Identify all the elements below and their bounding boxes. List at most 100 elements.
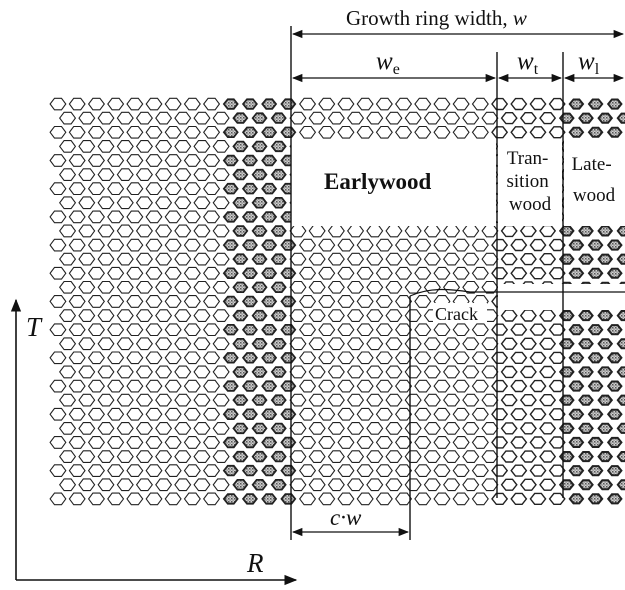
- wood-cell: [471, 492, 489, 506]
- wood-cell: [462, 252, 480, 266]
- wood-cell: [280, 493, 297, 505]
- wood-cell: [539, 422, 557, 435]
- wood-cell: [558, 451, 575, 463]
- wood-cell: [587, 465, 604, 477]
- wood-cell: [164, 125, 182, 139]
- wood-cell: [385, 111, 403, 125]
- wood-cell: [87, 182, 105, 196]
- wood-cell: [568, 465, 585, 477]
- wood-cell: [183, 182, 201, 196]
- wood-cell: [49, 379, 67, 393]
- wood-cell: [289, 393, 307, 407]
- wood-cell: [289, 422, 307, 435]
- wood-cell: [606, 408, 623, 420]
- wood-cell: [404, 309, 422, 322]
- wood-cell: [452, 379, 470, 393]
- wood-cell: [145, 295, 163, 308]
- wood-cell: [327, 280, 345, 294]
- wood-cell: [568, 352, 585, 364]
- wood-cell: [203, 154, 221, 167]
- wood-cell: [232, 112, 249, 124]
- wood-cell: [126, 154, 144, 167]
- wood-cell: [548, 238, 566, 252]
- wood-cell: [135, 252, 153, 266]
- wood-cell: [126, 407, 144, 421]
- wood-cell: [347, 280, 365, 294]
- wood-cell: [356, 125, 374, 139]
- wood-cell: [414, 379, 432, 393]
- wood-cell: [452, 492, 470, 506]
- wood-cell: [68, 492, 86, 506]
- wood-cell: [222, 295, 239, 308]
- wood-cell: [261, 464, 278, 477]
- wood-cell: [183, 295, 201, 308]
- wood-cell: [539, 111, 557, 125]
- wood-cell: [606, 493, 623, 505]
- wood-cell: [616, 394, 625, 406]
- wood-cell: [395, 351, 413, 365]
- wood-cell: [59, 365, 77, 379]
- wood-cell: [385, 252, 403, 266]
- wood-cell: [203, 182, 221, 196]
- wood-cell: [280, 408, 297, 421]
- wood-cell: [327, 478, 345, 492]
- wood-cell: [241, 239, 258, 251]
- wood-cell: [404, 478, 422, 492]
- wood-cell: [78, 224, 96, 238]
- wood-cell: [203, 210, 221, 224]
- wood-cell: [155, 450, 173, 463]
- wood-cell: [597, 253, 614, 265]
- wood-cell: [241, 98, 258, 110]
- wood-cell: [126, 436, 144, 449]
- wood-cell: [375, 323, 393, 337]
- wood-cell: [558, 338, 575, 350]
- wood-cell: [193, 393, 211, 407]
- wood-cell: [375, 407, 393, 421]
- wood-cell: [241, 408, 258, 421]
- wood-cell: [500, 365, 518, 379]
- wood-cell: [491, 408, 509, 421]
- wood-cell: [548, 126, 566, 139]
- wood-cell: [59, 140, 77, 153]
- wood-cell: [327, 337, 345, 351]
- wood-cell: [145, 125, 163, 139]
- wood-cell: [491, 97, 509, 111]
- wood-cell: [49, 125, 67, 139]
- wood-cell: [414, 407, 432, 421]
- wood-cell: [308, 111, 326, 125]
- wood-cell: [443, 280, 461, 294]
- wood-cell: [193, 224, 211, 238]
- wood-cell: [347, 224, 365, 238]
- wood-cell: [443, 450, 461, 463]
- wood-cell: [270, 394, 287, 406]
- wood-cell: [443, 337, 461, 351]
- wood-cell: [491, 238, 509, 252]
- wood-cell: [462, 365, 480, 379]
- wood-cell: [308, 478, 326, 492]
- wood-cell: [519, 111, 537, 125]
- wood-cell: [49, 238, 67, 252]
- wood-cell: [78, 478, 96, 492]
- wood-cell: [578, 310, 594, 322]
- wood-cell: [318, 492, 336, 506]
- wood-cell: [107, 266, 125, 280]
- wood-cell: [232, 196, 249, 209]
- wood-cell: [452, 464, 470, 477]
- wood-cell: [587, 380, 604, 392]
- wood-cell: [414, 97, 432, 111]
- wood-cell: [135, 450, 153, 463]
- wood-cell: [164, 210, 182, 224]
- wood-cell: [347, 422, 365, 435]
- wood-cell: [423, 422, 441, 435]
- wood-cell: [548, 379, 566, 393]
- wood-cell: [145, 351, 163, 365]
- wood-cell: [385, 309, 403, 322]
- wood-cell: [423, 111, 441, 125]
- wood-cell: [337, 436, 355, 449]
- wood-cell: [145, 323, 163, 337]
- wood-cell: [481, 478, 499, 492]
- wood-cell: [289, 252, 307, 266]
- wood-cell: [327, 309, 345, 322]
- wood-cell: [423, 252, 441, 266]
- wood-cell: [385, 337, 403, 351]
